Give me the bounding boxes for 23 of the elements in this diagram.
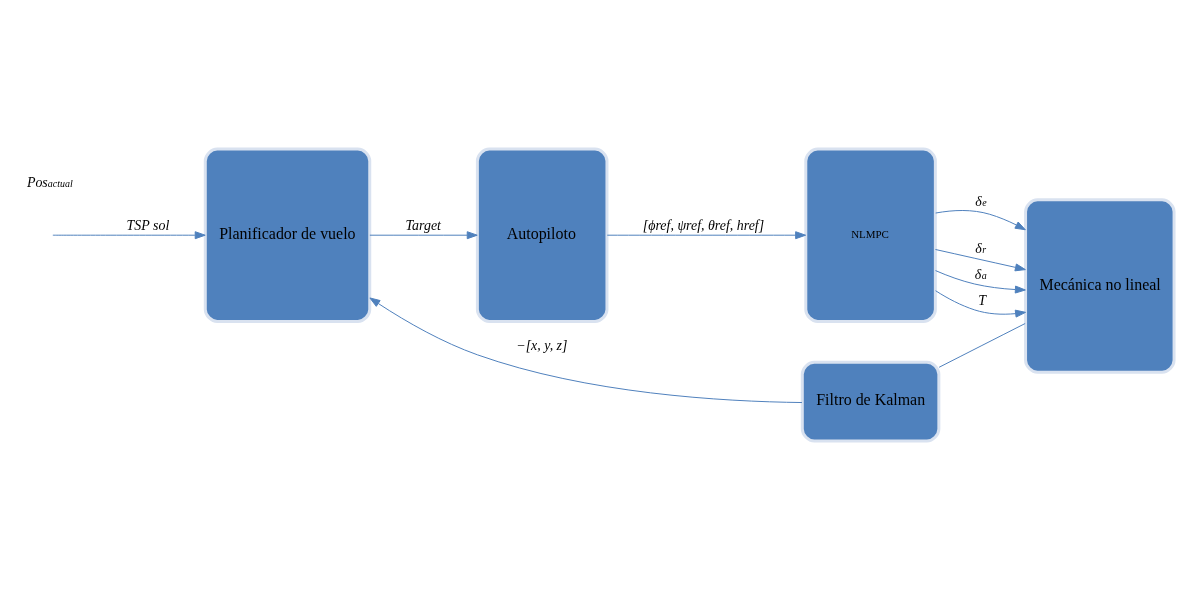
arrow [935,270,1026,294]
edge-label: Target [405,218,441,234]
arrow [935,290,1027,318]
node-box: Filtro de Kalman [800,360,941,443]
node-box: Mecánica no lineal [1024,198,1176,374]
label: Posactual [26,175,73,191]
node-box: Planificador de vuelo [203,147,372,323]
node-box: Autopiloto [475,147,609,323]
edge-label: δa [974,267,987,283]
edge-label: TSP sol [126,218,170,234]
edge-label: [ϕref, ψref, θref, href] [642,218,765,234]
node-box: NLMPC [804,147,937,323]
edge-label: T [978,293,986,309]
arrow [935,249,1026,272]
edge-label: δr [975,241,987,257]
arrow [935,210,1026,231]
arrow [369,231,478,240]
arrow [606,231,807,240]
connector [938,323,1026,368]
edge-label: δe [975,194,987,210]
arrow [369,297,803,404]
edge-label: −[x, y, z] [516,338,568,354]
arrow [52,231,206,240]
